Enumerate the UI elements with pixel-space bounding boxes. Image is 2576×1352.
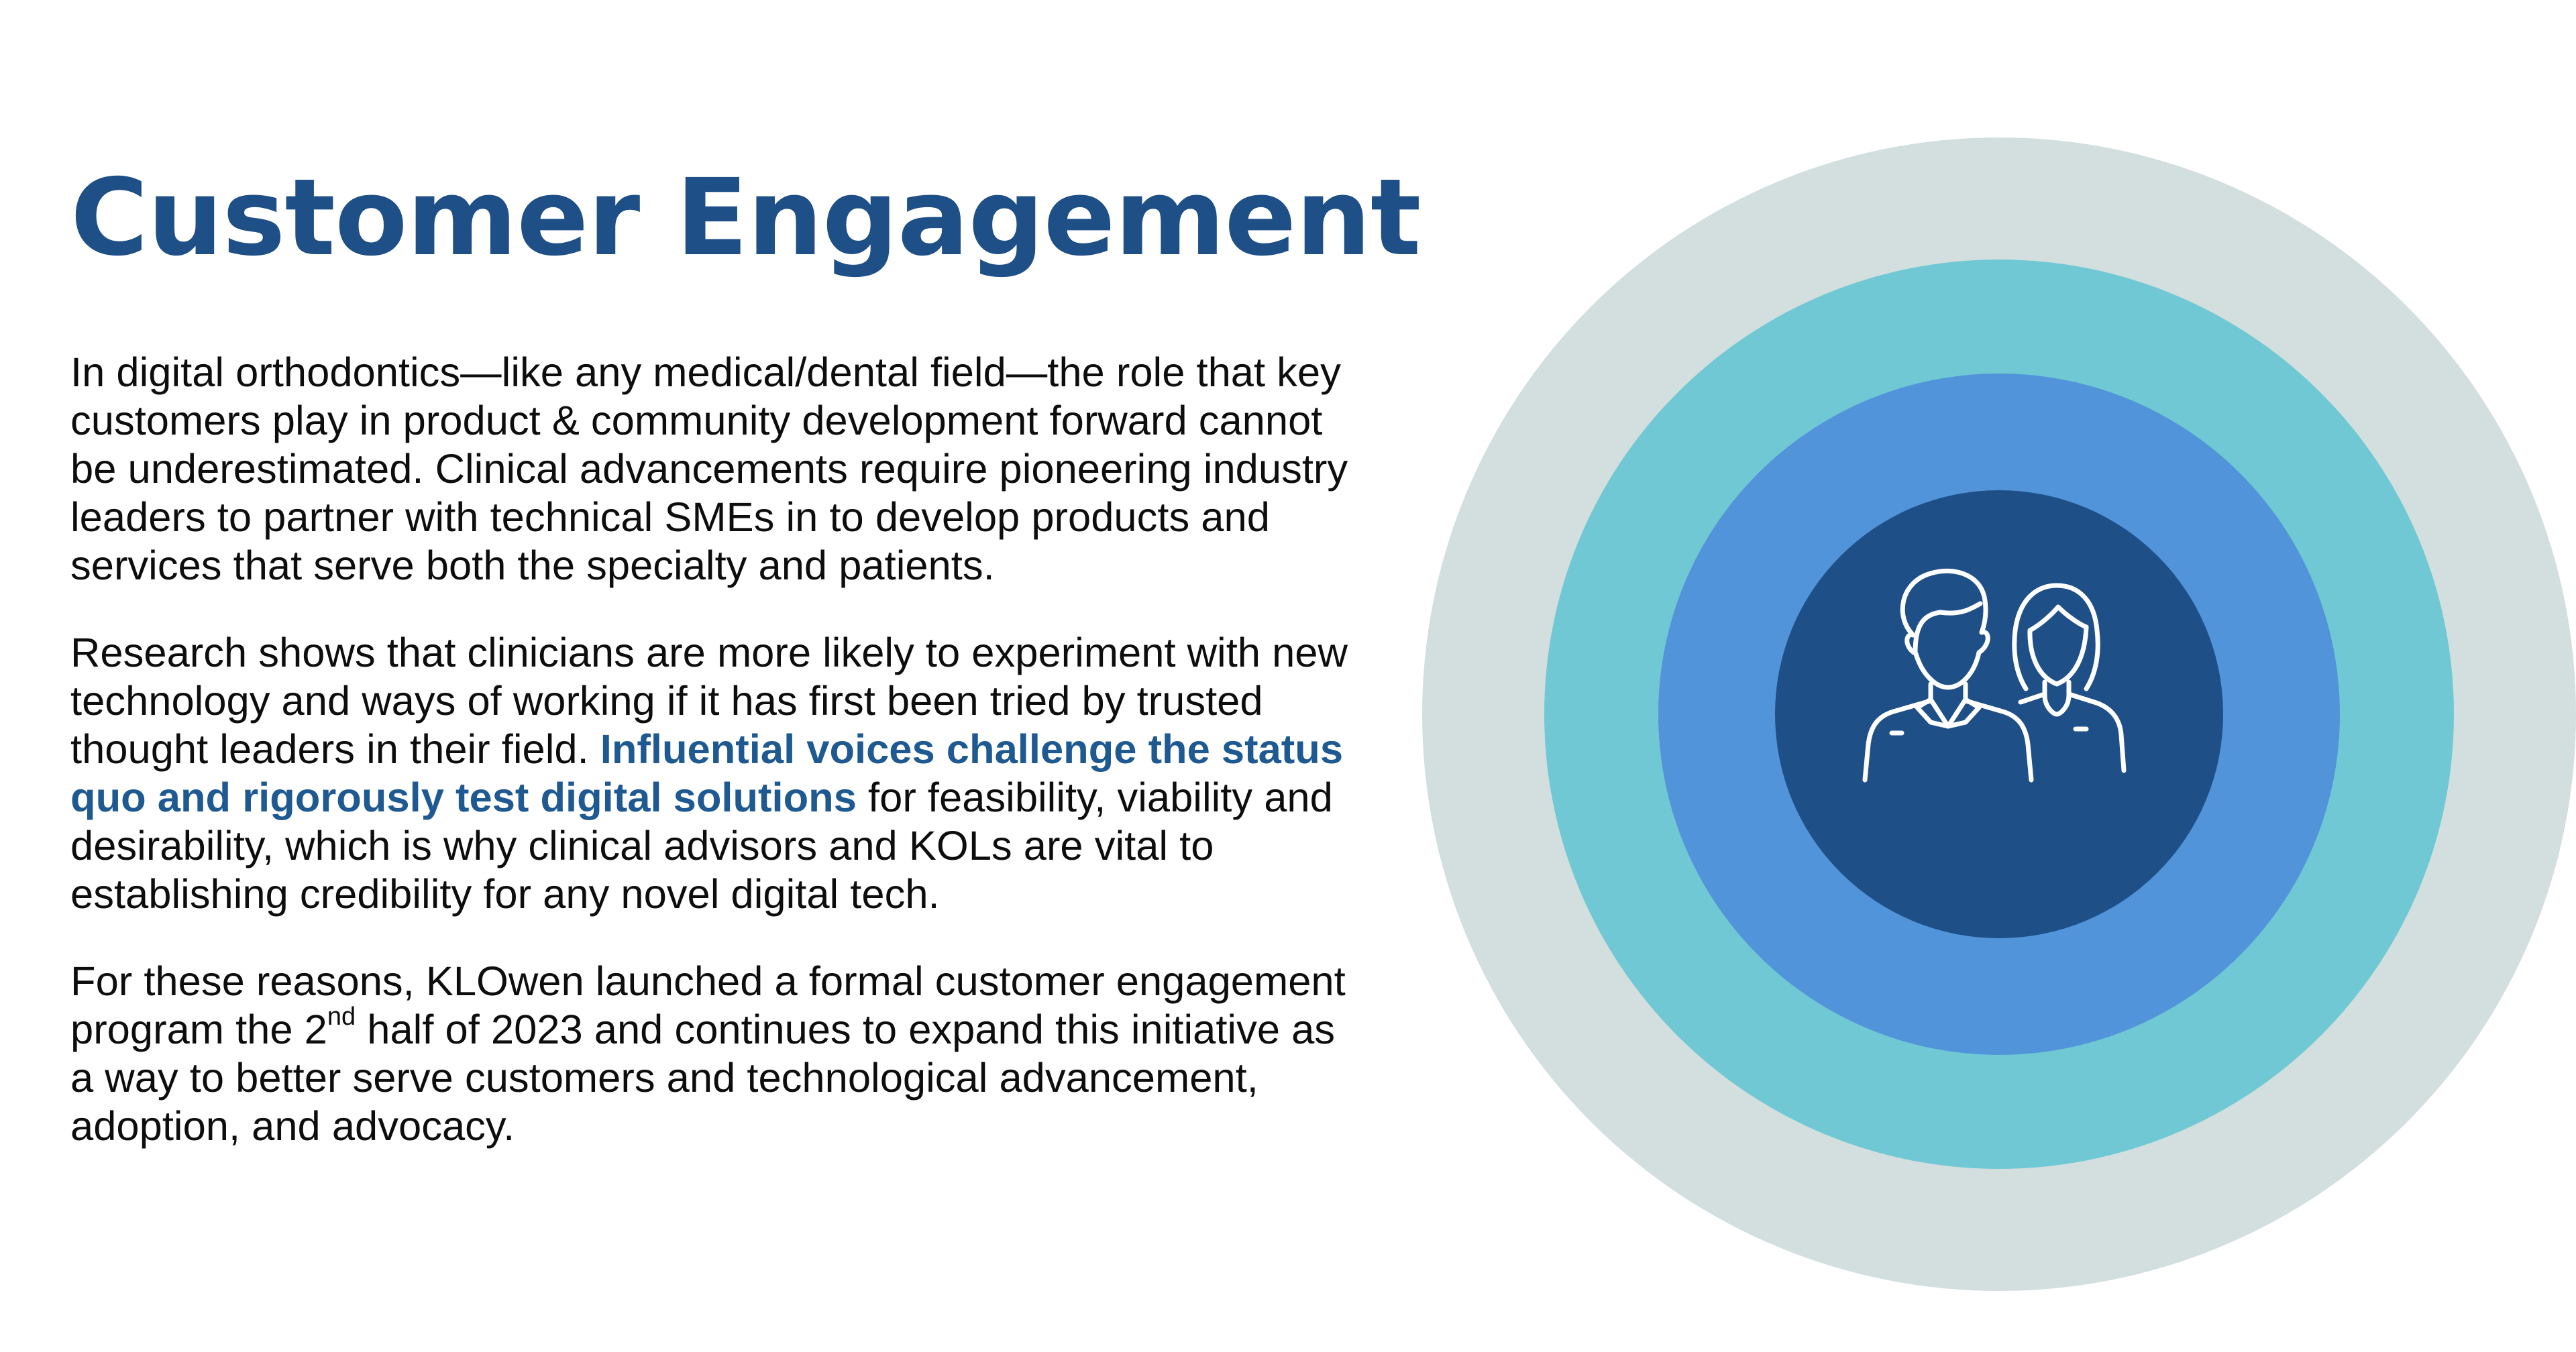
- ordinal-superscript: nd: [327, 1003, 356, 1031]
- slide-title: Customer Engagement: [70, 156, 1421, 280]
- engagement-circles-graphic: [1422, 137, 2576, 1291]
- paragraph-program: For these reasons, KLOwen launched a for…: [70, 958, 1358, 1151]
- paragraph-intro: In digital orthodontics—like any medical…: [70, 349, 1348, 589]
- paragraph-research-text-1: Research shows that clinicians are more …: [70, 630, 1348, 773]
- paragraph-research-text-2: for feasibility, viability and desirabil…: [70, 775, 1333, 917]
- paragraph-program-text-1: For these reasons, KLOwen launched a for…: [70, 958, 1346, 1053]
- paragraph-research: Research shows that clinicians are more …: [70, 629, 1358, 919]
- people-icon: [1862, 568, 2127, 783]
- body-text: In digital orthodontics—like any medical…: [70, 349, 1358, 1190]
- core-circle: [1775, 490, 2223, 938]
- concentric-circles: [1422, 137, 2576, 1291]
- paragraph-program-text-2: half of 2023 and continues to expand thi…: [70, 1007, 1336, 1149]
- highlight-text: Influential voices challenge the status …: [70, 726, 1344, 821]
